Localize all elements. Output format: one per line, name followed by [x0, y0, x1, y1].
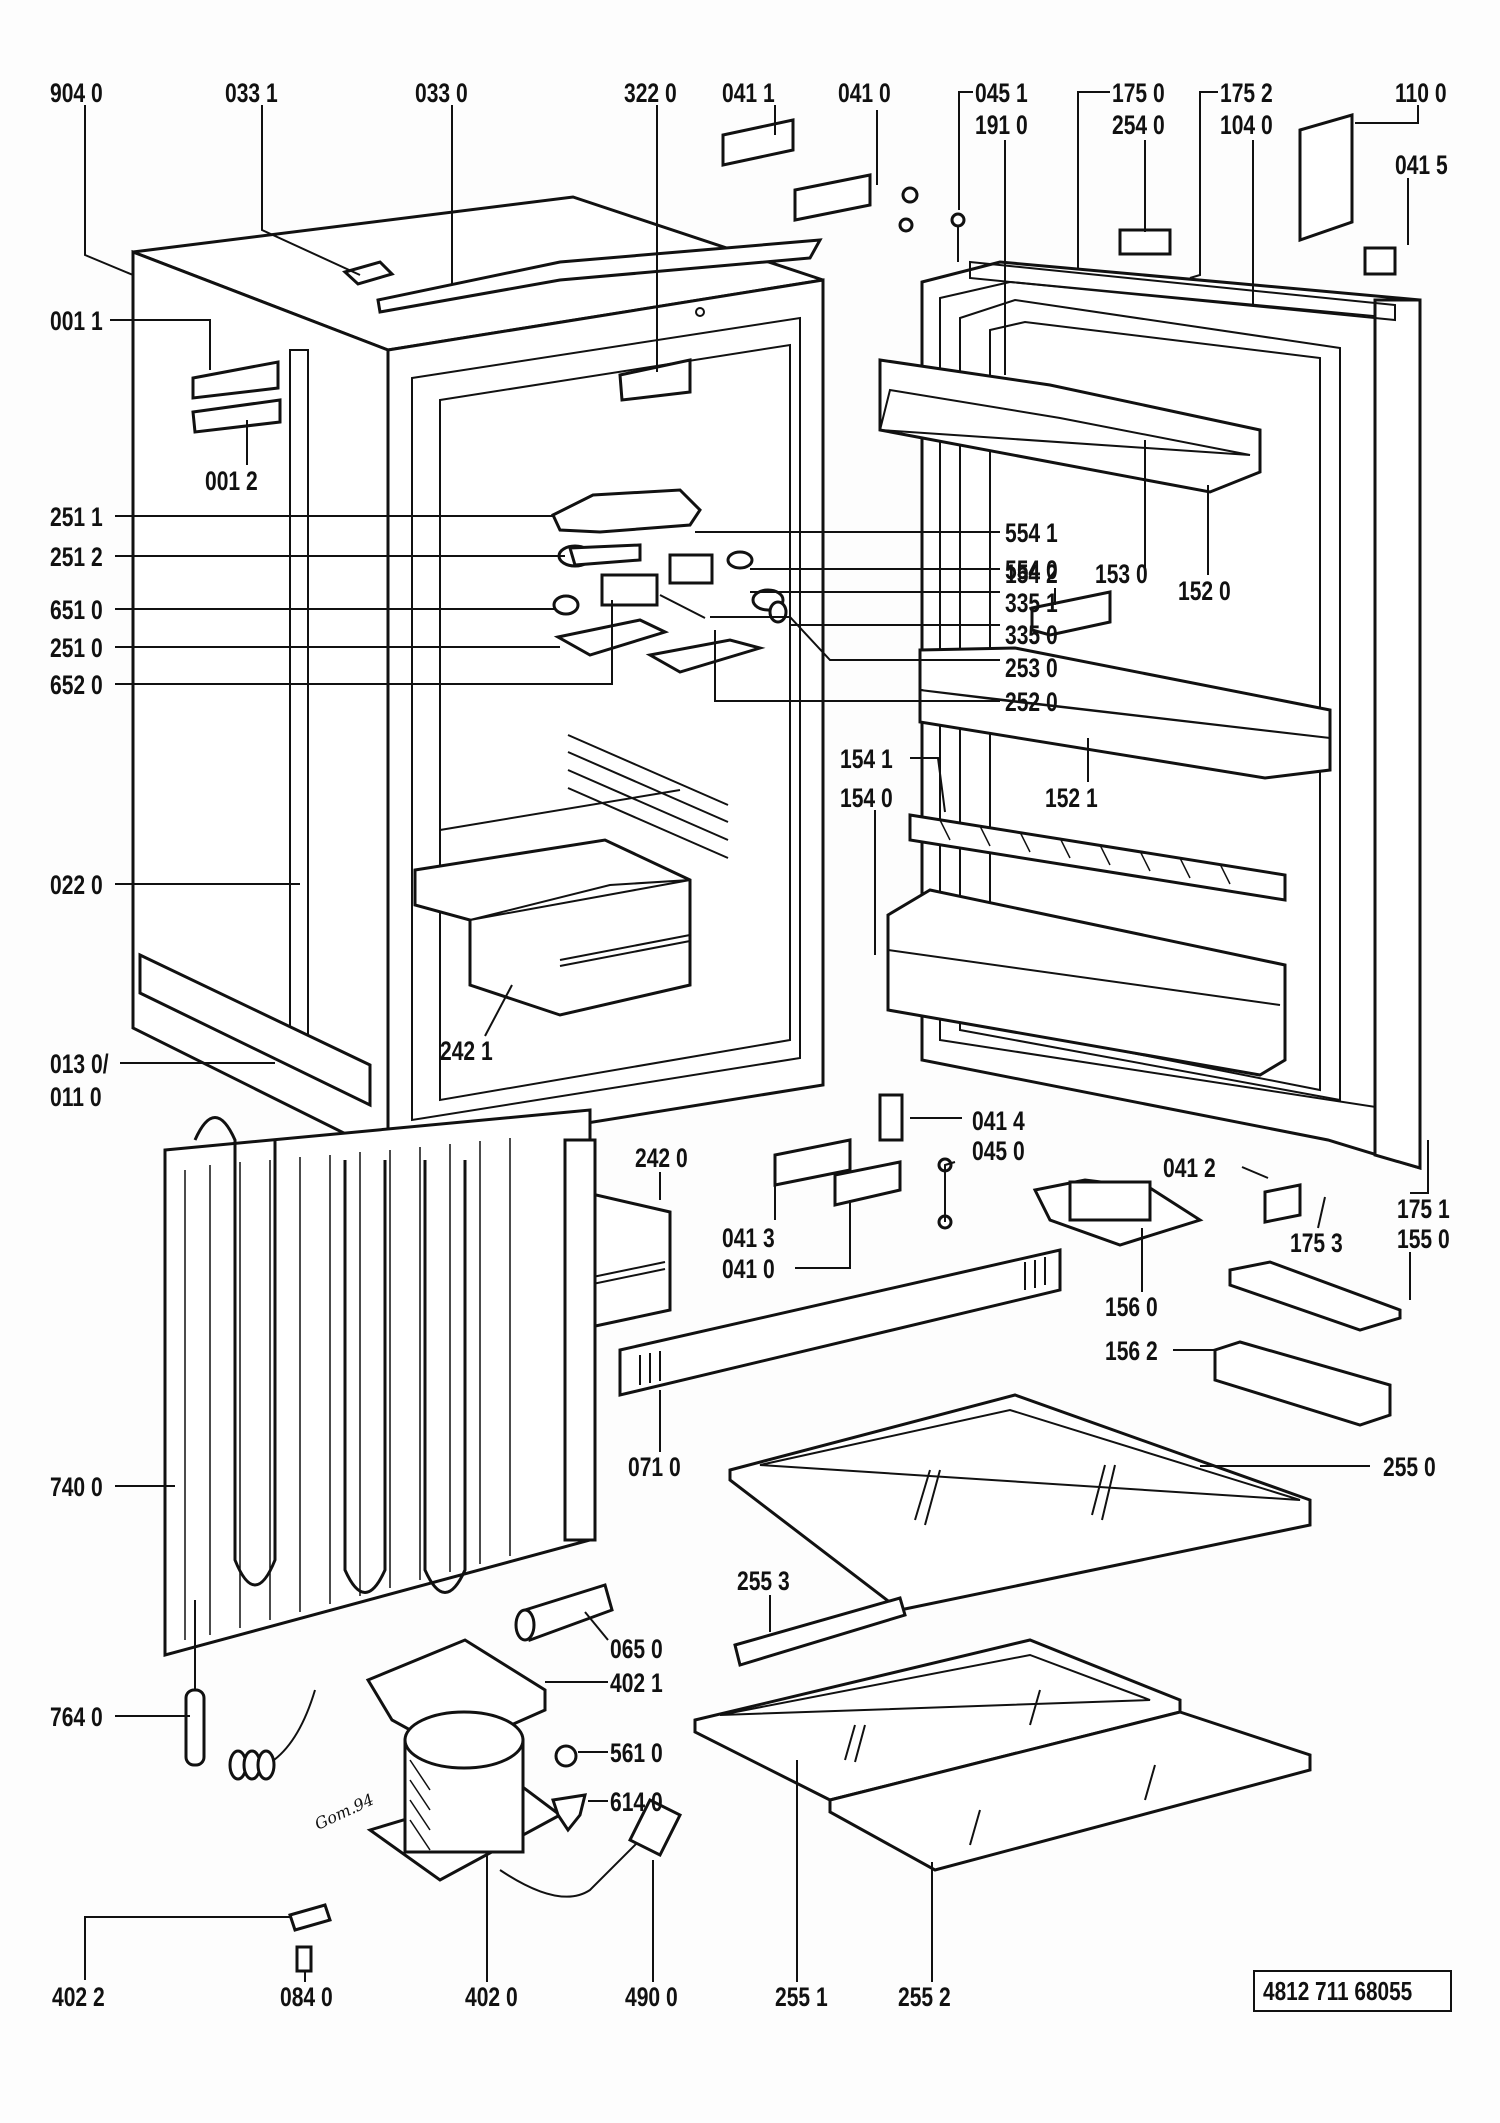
hinges [721, 118, 1302, 1230]
part-label: 255 2 [898, 1982, 951, 2012]
part-label: 904 0 [50, 78, 103, 108]
part-label: 154 0 [840, 783, 893, 813]
part-label: 242 0 [635, 1143, 688, 1173]
part-label: 651 0 [50, 595, 103, 625]
cabinet-body [131, 195, 825, 1158]
leader-lines [84, 91, 1429, 1982]
part-label: 242 1 [440, 1036, 493, 1066]
document-id: 4812 711 68055 [1263, 1976, 1413, 2006]
document-id-box: 4812 711 68055 [1253, 1970, 1452, 2012]
part-label: 084 0 [280, 1982, 333, 2012]
part-label: 253 0 [1005, 653, 1058, 683]
part-label: 251 2 [50, 542, 103, 572]
part-label: 013 0/ [50, 1049, 109, 1079]
part-label: 561 0 [610, 1738, 663, 1768]
part-label: 033 0 [415, 78, 468, 108]
part-label: 614 0 [610, 1787, 663, 1817]
part-label: 041 0 [722, 1254, 775, 1284]
part-label: 155 0 [1397, 1224, 1450, 1254]
part-label: 322 0 [624, 78, 677, 108]
part-label: 110 0 [1395, 78, 1447, 108]
part-label: 402 2 [52, 1982, 105, 2012]
part-label: 041 2 [1163, 1153, 1216, 1183]
part-label: 402 1 [610, 1668, 663, 1698]
part-label: 011 0 [50, 1082, 102, 1112]
part-label: 041 0 [838, 78, 891, 108]
part-label: 764 0 [50, 1702, 103, 1732]
part-label: 175 0 [1112, 78, 1165, 108]
part-label: 251 0 [50, 633, 103, 663]
part-label: 041 3 [722, 1223, 775, 1253]
part-label: 251 1 [50, 502, 103, 532]
part-label: 252 0 [1005, 687, 1058, 717]
part-label: 554 0 [1005, 555, 1058, 585]
part-label: 255 1 [775, 1982, 828, 2012]
part-label: 041 1 [722, 78, 775, 108]
part-label: 154 1 [840, 744, 893, 774]
part-label: 152 1 [1045, 783, 1098, 813]
part-label: 254 0 [1112, 110, 1165, 140]
part-label: 652 0 [50, 670, 103, 700]
part-label: 335 1 [1005, 588, 1058, 618]
door-assembly [878, 113, 1422, 1171]
part-label: 153 0 [1095, 559, 1148, 589]
part-label: 045 1 [975, 78, 1028, 108]
part-label: 152 0 [1178, 576, 1231, 606]
part-label: 156 0 [1105, 1292, 1158, 1322]
part-label: 154 2 [1005, 559, 1058, 589]
part-label: 104 0 [1220, 110, 1273, 140]
accessories [423, 1178, 1402, 1872]
part-label: 041 4 [972, 1106, 1025, 1136]
part-label: 033 1 [225, 78, 278, 108]
part-label: 191 0 [975, 110, 1028, 140]
part-label: 740 0 [50, 1472, 103, 1502]
part-label: 001 1 [50, 306, 103, 336]
part-label: 554 1 [1005, 518, 1058, 548]
part-label: 071 0 [628, 1452, 681, 1482]
part-label: 175 3 [1290, 1228, 1343, 1258]
part-label: 045 0 [972, 1136, 1025, 1166]
part-label: 335 0 [1005, 620, 1058, 650]
part-label: 255 3 [737, 1566, 790, 1596]
part-label: 041 5 [1395, 150, 1448, 180]
part-label: 001 2 [205, 466, 258, 496]
part-label: 156 2 [1105, 1336, 1158, 1366]
part-label: 402 0 [465, 1982, 518, 2012]
part-label: 175 2 [1220, 78, 1273, 108]
part-label: 065 0 [610, 1634, 663, 1664]
part-label: 175 1 [1397, 1194, 1450, 1224]
handwritten-note: Gom.94 [312, 1790, 377, 1834]
part-label: 255 0 [1383, 1452, 1436, 1482]
part-label: 490 0 [625, 1982, 678, 2012]
part-label: 022 0 [50, 870, 103, 900]
